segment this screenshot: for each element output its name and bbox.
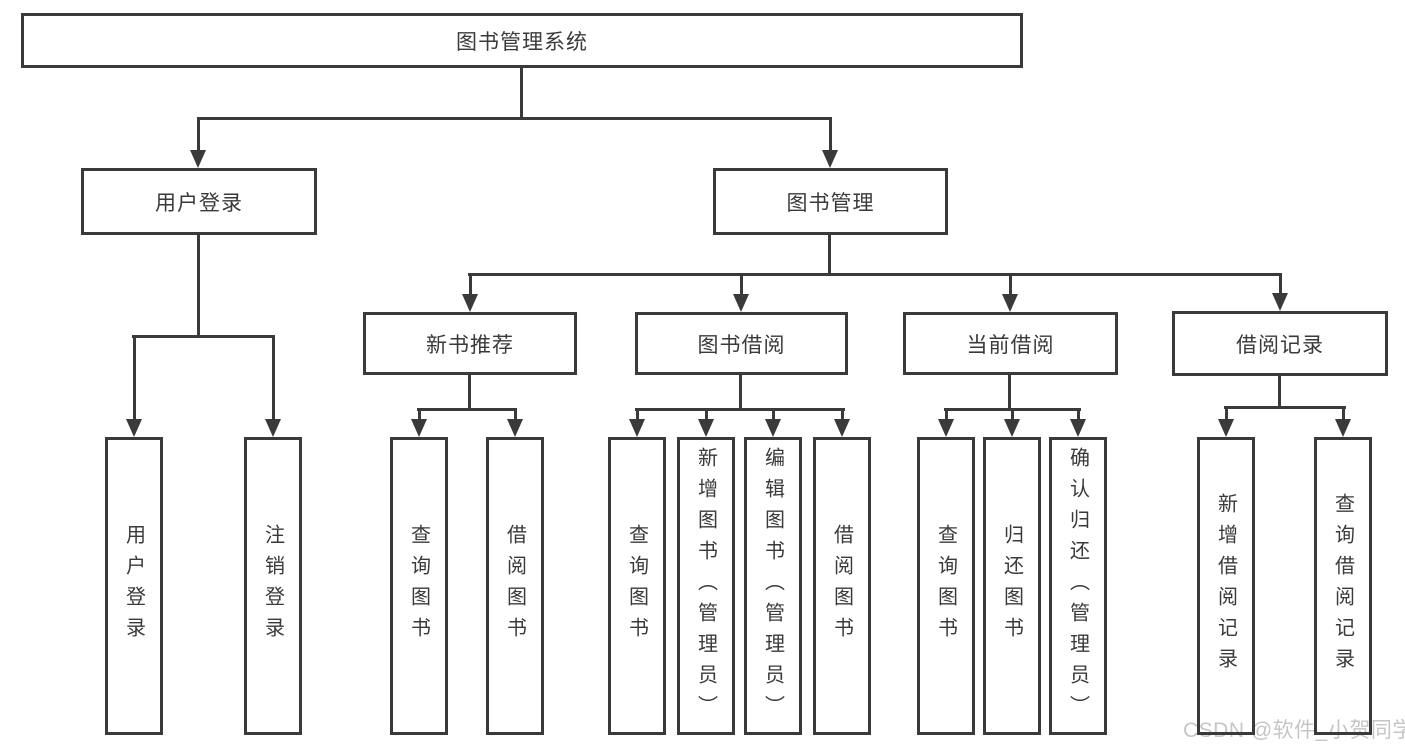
csdn-watermark: CSDN @软件_小贺同学: [1183, 719, 1405, 742]
node-library-management-system: 图书管理系统: [21, 13, 1023, 68]
leaf-query-books-3: 查询图书: [917, 437, 975, 735]
leaf-query-books-2: 查询图书: [608, 437, 666, 735]
leaf-user-login: 用户登录: [105, 437, 163, 735]
arrow-down-icon: [1002, 273, 1018, 312]
leaf-borrow-books-1: 借阅图书: [486, 437, 544, 735]
connector-line: [635, 408, 845, 411]
connector-line: [1224, 406, 1346, 409]
connector-line: [417, 408, 517, 411]
leaf-query-borrow-record: 查询借阅记录: [1314, 437, 1372, 735]
connector-line: [468, 375, 471, 408]
node-label: 用户登录: [122, 524, 145, 648]
connector-line: [197, 235, 200, 335]
leaf-add-books-admin: 新增图书（管理员）: [677, 437, 735, 735]
connector-line: [739, 375, 742, 408]
node-label: 借阅图书: [503, 524, 526, 648]
node-label: 借阅图书: [830, 524, 853, 648]
leaf-borrow-books-2: 借阅图书: [813, 437, 871, 735]
node-label: 图书管理系统: [456, 30, 588, 54]
arrow-down-icon: [1218, 406, 1234, 437]
node-new-book-recommendation: 新书推荐: [363, 312, 577, 375]
node-label: 确认归还（管理员）: [1066, 446, 1089, 726]
node-current-borrowing: 当前借阅: [903, 312, 1118, 375]
node-label: 图书借阅: [697, 333, 786, 357]
arrow-down-icon: [1004, 408, 1020, 437]
node-label: 注销登录: [261, 524, 284, 648]
node-label: 用户登录: [155, 191, 243, 215]
connector-line: [828, 235, 831, 273]
arrow-down-icon: [698, 408, 714, 437]
node-book-borrowing: 图书借阅: [635, 312, 848, 375]
leaf-query-books-1: 查询图书: [390, 437, 448, 735]
leaf-return-books: 归还图书: [983, 437, 1041, 735]
node-borrowing-records: 借阅记录: [1172, 311, 1388, 376]
node-label: 查询借阅记录: [1331, 493, 1354, 679]
node-label: 查询图书: [625, 524, 648, 648]
node-label: 查询图书: [934, 524, 957, 648]
arrow-down-icon: [126, 335, 142, 437]
arrow-down-icon: [265, 335, 281, 437]
node-label: 当前借阅: [966, 333, 1055, 357]
arrow-down-icon: [1070, 408, 1086, 437]
leaf-logout: 注销登录: [244, 437, 302, 735]
arrow-down-icon: [765, 408, 781, 437]
node-label: 编辑图书（管理员）: [761, 446, 784, 726]
arrow-down-icon: [629, 408, 645, 437]
leaf-confirm-return-admin: 确认归还（管理员）: [1049, 437, 1107, 735]
connector-line: [520, 68, 523, 117]
node-label: 图书管理: [786, 191, 875, 215]
arrow-down-icon: [190, 117, 206, 168]
node-book-management: 图书管理: [713, 168, 948, 235]
arrow-down-icon: [938, 408, 954, 437]
arrow-down-icon: [462, 273, 478, 312]
node-label: 归还图书: [1000, 524, 1023, 648]
arrow-down-icon: [822, 117, 838, 168]
node-user-login: 用户登录: [81, 168, 317, 235]
node-label: 新增借阅记录: [1214, 493, 1237, 679]
arrow-down-icon: [834, 408, 850, 437]
leaf-edit-books-admin: 编辑图书（管理员）: [744, 437, 802, 735]
arrow-down-icon: [1335, 406, 1351, 437]
connector-line: [197, 117, 832, 120]
connector-line: [1278, 376, 1281, 406]
node-label: 新书推荐: [426, 333, 514, 357]
node-label: 查询图书: [407, 524, 430, 648]
arrow-down-icon: [507, 408, 523, 437]
leaf-add-borrow-record: 新增借阅记录: [1197, 437, 1255, 735]
connector-line: [132, 335, 275, 338]
arrow-down-icon: [1272, 273, 1288, 311]
arrow-down-icon: [733, 273, 749, 312]
arrow-down-icon: [411, 408, 427, 437]
connector-line: [468, 273, 1282, 276]
node-label: 借阅记录: [1236, 333, 1324, 357]
node-label: 新增图书（管理员）: [694, 446, 717, 726]
connector-line: [1008, 375, 1011, 408]
